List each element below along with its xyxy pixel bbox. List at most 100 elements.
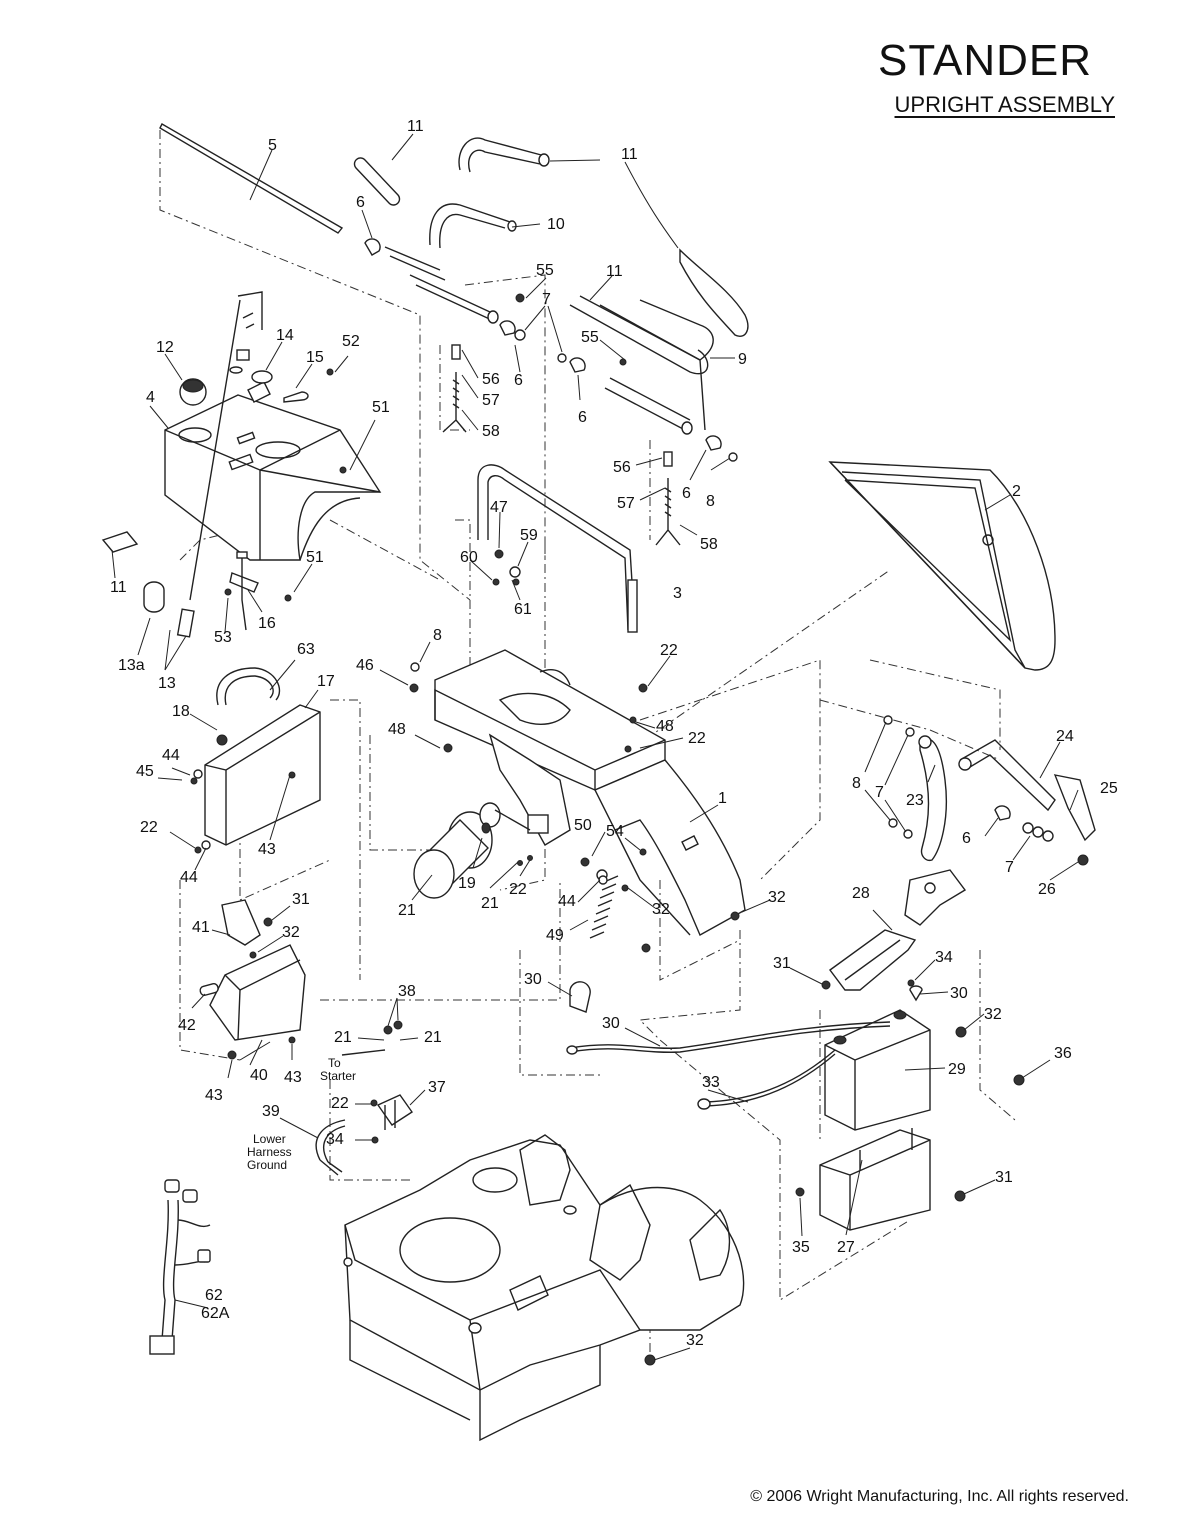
part-key-switch: [101, 531, 259, 638]
part-control-rods: [442, 344, 681, 546]
callout-47: 47: [490, 499, 508, 516]
callout-13: 13: [158, 675, 176, 692]
part-hose: [216, 667, 281, 706]
callout-43a: 43: [258, 841, 276, 858]
callout-7c: 7: [1005, 859, 1014, 876]
callout-11a: 11: [407, 118, 424, 135]
assembly-dash-lines: [159, 130, 1016, 1360]
callout-21a: 21: [398, 902, 416, 919]
note-to-starter-2: Starter: [320, 1069, 356, 1083]
callout-6e: 6: [962, 830, 971, 847]
note-lower-harness-2: Harness: [247, 1145, 292, 1159]
copyright-notice: © 2006 Wright Manufacturing, Inc. All ri…: [750, 1488, 1129, 1505]
callout-27: 27: [837, 1239, 855, 1256]
callout-38: 38: [398, 983, 416, 1000]
callout-17: 17: [317, 673, 335, 690]
callout-58a: 58: [482, 423, 500, 440]
callout-11c: 11: [606, 263, 623, 280]
callout-44c: 44: [558, 893, 576, 910]
callout-59: 59: [520, 527, 538, 544]
callout-3: 3: [673, 585, 682, 602]
callout-32a: 32: [652, 901, 670, 918]
callout-23: 23: [906, 792, 924, 809]
callout-48b: 48: [656, 718, 674, 735]
callout-22a: 22: [660, 642, 678, 659]
callout-26: 26: [1038, 881, 1056, 898]
callout-22d: 22: [509, 881, 527, 898]
callout-43b: 43: [205, 1087, 223, 1104]
callout-1: 1: [718, 790, 727, 807]
callout-28: 28: [852, 885, 870, 902]
callout-24: 24: [1056, 728, 1074, 745]
callout-31a: 31: [292, 891, 310, 908]
callout-33: 33: [702, 1074, 720, 1091]
callout-51a: 51: [372, 399, 390, 416]
callout-58b: 58: [700, 536, 718, 553]
part-bracket-40: [199, 899, 306, 1041]
part-battery: [824, 1009, 931, 1131]
callout-61: 61: [514, 601, 532, 618]
callout-56a: 56: [482, 371, 500, 388]
part-pedal: [904, 735, 1096, 926]
callout-4: 4: [146, 389, 155, 406]
part-grips: [353, 137, 749, 337]
callout-5: 5: [268, 137, 277, 154]
part-cables: [315, 981, 923, 1176]
part-base-chassis: [343, 1134, 745, 1442]
callout-32d: 32: [984, 1006, 1002, 1023]
callout-19: 19: [458, 875, 476, 892]
callout-32e: 32: [686, 1332, 704, 1349]
callout-55b: 55: [581, 329, 599, 346]
callout-7a: 7: [542, 291, 551, 308]
callout-10: 10: [547, 216, 565, 233]
callout-40: 40: [250, 1067, 268, 1084]
callout-32c: 32: [282, 924, 300, 941]
leader-lines: [111, 133, 1079, 1361]
part-panel-controls: [179, 291, 309, 601]
callout-50: 50: [574, 817, 592, 834]
callout-29: 29: [948, 1061, 966, 1078]
part-right-handle: [569, 295, 714, 435]
part-wire-harness: [149, 1179, 211, 1355]
part-lower-handle: [477, 464, 638, 633]
part-rod: [159, 123, 381, 256]
callout-14: 14: [276, 327, 294, 344]
callout-2: 2: [1012, 483, 1021, 500]
part-battery-box: [819, 1128, 931, 1231]
callout-34b: 34: [326, 1131, 344, 1148]
callout-51b: 51: [306, 549, 324, 566]
part-control-panel: [164, 394, 382, 561]
callout-8b: 8: [433, 627, 442, 644]
part-main-frame: [434, 649, 746, 936]
callout-22b: 22: [688, 730, 706, 747]
callout-49: 49: [546, 927, 564, 944]
callout-21c: 21: [334, 1029, 352, 1046]
callout-57a: 57: [482, 392, 500, 409]
callout-8a: 8: [706, 493, 715, 510]
callout-43c: 43: [284, 1069, 302, 1086]
callout-44a: 44: [162, 747, 180, 764]
callout-37: 37: [428, 1079, 446, 1096]
callout-63: 63: [297, 641, 315, 658]
callout-52: 52: [342, 333, 360, 350]
callout-7b: 7: [875, 784, 884, 801]
callout-62: 62: [205, 1287, 223, 1304]
callout-32b: 32: [768, 889, 786, 906]
callout-44b: 44: [180, 869, 198, 886]
callout-11d: 11: [110, 579, 127, 596]
callout-13a: 13a: [118, 657, 145, 674]
note-lower-harness-3: Ground: [247, 1158, 287, 1172]
callout-22c: 22: [140, 819, 158, 836]
part-hardware: [190, 368, 1025, 1366]
page-title: STANDER: [878, 36, 1092, 85]
callout-25: 25: [1100, 780, 1118, 797]
part-battery-cover: [829, 929, 917, 991]
callout-31c: 31: [995, 1169, 1013, 1186]
page-subtitle: UPRIGHT ASSEMBLY: [894, 92, 1115, 117]
callout-labels: 1 2 3 4 5 6 6 6 6 6 7 7 7 8 8 8 9 10 11 …: [110, 118, 1118, 1349]
callout-60: 60: [460, 549, 478, 566]
callout-55a: 55: [536, 262, 554, 279]
callout-62A: 62A: [201, 1305, 230, 1322]
callout-30c: 30: [950, 985, 968, 1002]
